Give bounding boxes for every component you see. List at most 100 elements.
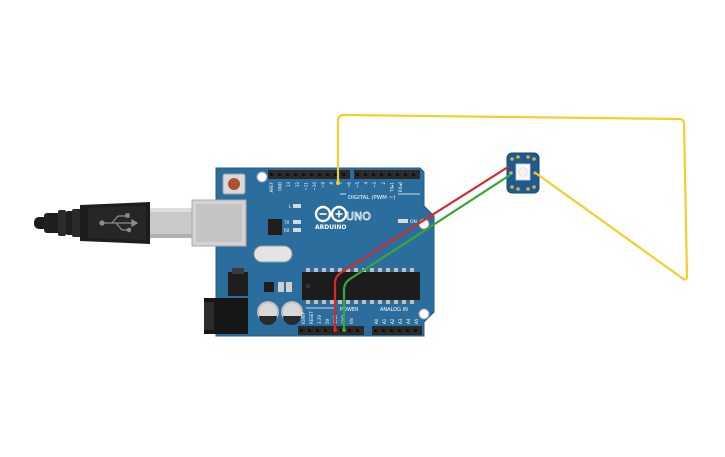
analog-label: ANALOG IN — [380, 307, 408, 313]
rgb-led-module[interactable] — [506, 152, 540, 194]
pin-label: Vin — [349, 317, 354, 324]
pin-label: 13 — [286, 182, 291, 188]
pin-label: 4 — [364, 182, 369, 185]
crystal-oscillator — [253, 245, 293, 263]
led-l-label: L — [289, 204, 292, 209]
header-socket[interactable] — [356, 329, 359, 332]
voltage-regulator — [228, 272, 248, 296]
pin-label: 8 — [329, 182, 334, 185]
led-tx — [293, 220, 301, 224]
power-header — [298, 326, 364, 335]
mounting-hole — [418, 308, 430, 320]
header-socket[interactable] — [308, 329, 311, 332]
capacitor — [281, 301, 303, 325]
pin-label: RX◂0 — [398, 182, 403, 193]
pin-label: 5V — [325, 318, 330, 324]
wire-green[interactable] — [342, 173, 512, 332]
brand-text: ARDUINO — [315, 224, 346, 231]
capacitor — [257, 301, 279, 325]
header-socket[interactable] — [404, 173, 407, 176]
header-socket[interactable] — [374, 329, 377, 332]
pin-label: ~6 — [346, 182, 351, 188]
pin-label: 3.3V — [317, 315, 322, 324]
header-socket[interactable] — [316, 329, 319, 332]
header-socket[interactable] — [390, 329, 393, 332]
header-socket[interactable] — [340, 329, 343, 332]
pin-label: RESET — [309, 311, 314, 324]
header-socket[interactable] — [286, 173, 289, 176]
mounting-hole — [256, 171, 268, 183]
header-socket[interactable] — [342, 173, 345, 176]
cable-ring-1 — [58, 210, 66, 236]
header-socket[interactable] — [414, 329, 417, 332]
usb-cable[interactable] — [34, 202, 192, 244]
pin-label: 2 — [381, 182, 386, 185]
header-socket[interactable] — [382, 329, 385, 332]
pin-label: A1 — [382, 318, 387, 324]
pin-label: AREF — [269, 181, 274, 192]
pin-label: ~3 — [372, 182, 377, 188]
header-socket[interactable] — [294, 173, 297, 176]
header-socket[interactable] — [302, 173, 305, 176]
header-socket[interactable] — [324, 329, 327, 332]
header-socket[interactable] — [388, 173, 391, 176]
led-l — [293, 204, 301, 208]
reset-button-cap[interactable] — [228, 178, 240, 190]
header-socket[interactable] — [318, 173, 321, 176]
header-socket[interactable] — [278, 173, 281, 176]
cable-ring-3 — [72, 209, 82, 237]
header-socket[interactable] — [364, 173, 367, 176]
pin-label: TX▸1 — [389, 182, 394, 193]
header-socket[interactable] — [372, 173, 375, 176]
usb-chip — [268, 219, 282, 235]
header-socket[interactable] — [398, 329, 401, 332]
pin-label: ~11 — [303, 182, 308, 191]
cable-boot — [44, 213, 62, 233]
wire-red[interactable] — [333, 165, 510, 332]
led-rx-label: RX — [284, 228, 290, 233]
header-socket[interactable] — [348, 329, 351, 332]
pin-label: A3 — [398, 318, 403, 324]
header-socket[interactable] — [380, 173, 383, 176]
wire-yellow[interactable] — [336, 113, 689, 281]
header-socket[interactable] — [396, 173, 399, 176]
header-socket[interactable] — [334, 173, 337, 176]
led-on — [398, 219, 408, 223]
wires[interactable] — [333, 113, 689, 332]
atmega-chip — [302, 272, 420, 300]
usb-metal-shell — [150, 208, 192, 238]
pin-label: 12 — [295, 182, 300, 188]
arduino-infinity-icon — [314, 205, 348, 223]
pin-label: ~10 — [312, 182, 317, 191]
pin-label: IOREF — [301, 311, 306, 324]
pin-label: A5 — [414, 318, 419, 324]
digital-header-right — [354, 170, 420, 179]
power-label: POWER — [340, 307, 359, 313]
header-socket[interactable] — [310, 173, 313, 176]
pin-label: 7 — [338, 182, 343, 185]
chip-pins — [306, 268, 414, 304]
header-socket[interactable] — [300, 329, 303, 332]
header-socket[interactable] — [326, 173, 329, 176]
digital-label: DIGITAL (PWM ~) — [348, 195, 395, 201]
led-tx-label: TX — [283, 220, 289, 225]
led-on-label: ON — [410, 219, 417, 225]
model-text: UNO — [346, 210, 371, 223]
analog-header — [372, 326, 422, 335]
led-rx — [293, 228, 301, 232]
pin-label: A2 — [390, 318, 395, 324]
pin-label: ~9 — [321, 182, 326, 188]
module-pads — [509, 155, 537, 191]
usb-icon — [99, 213, 139, 233]
pin-label: A0 — [374, 318, 379, 324]
header-socket[interactable] — [406, 329, 409, 332]
header-socket[interactable] — [412, 173, 415, 176]
digital-header-left — [268, 170, 350, 179]
header-socket[interactable] — [270, 173, 273, 176]
pin-label: GND — [278, 182, 283, 191]
pin-label: ~5 — [355, 182, 360, 188]
header-socket[interactable] — [356, 173, 359, 176]
